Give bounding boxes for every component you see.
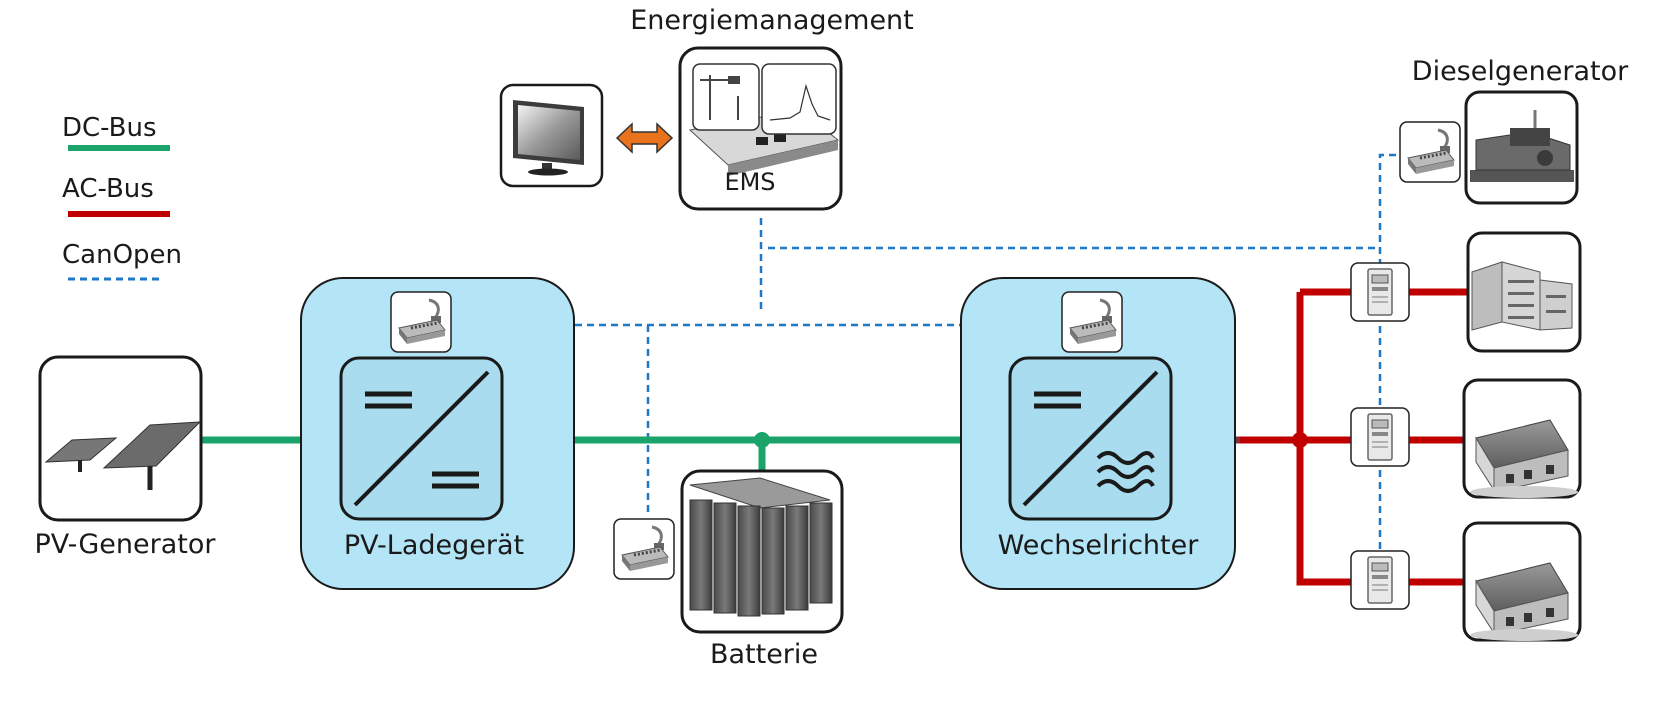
diesel-generator-icon — [1470, 110, 1574, 182]
bidirectional-arrow — [615, 122, 674, 154]
office-building-icon — [1471, 261, 1573, 331]
energy-meter-icon — [1350, 407, 1410, 467]
legend-canopen-label: CanOpen — [62, 240, 182, 270]
pv-generator: PV-Generator — [34, 355, 216, 560]
ac-junction — [1292, 432, 1308, 448]
can-module-icon — [612, 517, 676, 581]
can-module-icon — [389, 290, 453, 354]
ems-label: EMS — [724, 168, 775, 196]
house-lower — [1462, 521, 1582, 642]
energy-management: Energiemanagement EMS — [630, 5, 914, 211]
office-building — [1466, 231, 1582, 353]
computer-monitor-icon — [513, 100, 584, 176]
pv-generator-label: PV-Generator — [34, 529, 216, 560]
canopen-network — [431, 153, 1400, 550]
battery-label: Batterie — [710, 639, 818, 670]
legend-dc-label: DC-Bus — [62, 113, 157, 143]
ems-controller-icon — [688, 63, 840, 176]
energy-meter-icon — [1350, 262, 1410, 322]
energy-meter-icon — [1350, 550, 1410, 610]
pv-charger: PV-Ladegerät — [300, 277, 575, 590]
diagram-title: Energiemanagement — [630, 5, 914, 36]
diesel-label: Dieselgenerator — [1412, 56, 1629, 87]
can-module-icon — [1060, 290, 1124, 354]
computer — [499, 83, 604, 188]
can-module-icon — [1398, 120, 1462, 184]
battery: Batterie — [612, 469, 844, 670]
solar-panel-icon — [44, 421, 202, 490]
legend: DC-Bus AC-Bus CanOpen — [62, 113, 182, 281]
house-upper — [1462, 378, 1582, 499]
pv-charger-label: PV-Ladegerät — [344, 530, 524, 561]
battery-bank-icon — [689, 477, 833, 617]
diesel-generator: Dieselgenerator — [1398, 56, 1629, 205]
dc-junction — [754, 432, 770, 448]
inverter: Wechselrichter — [960, 277, 1236, 590]
legend-ac-label: AC-Bus — [62, 174, 154, 204]
inverter-label: Wechselrichter — [998, 530, 1200, 561]
